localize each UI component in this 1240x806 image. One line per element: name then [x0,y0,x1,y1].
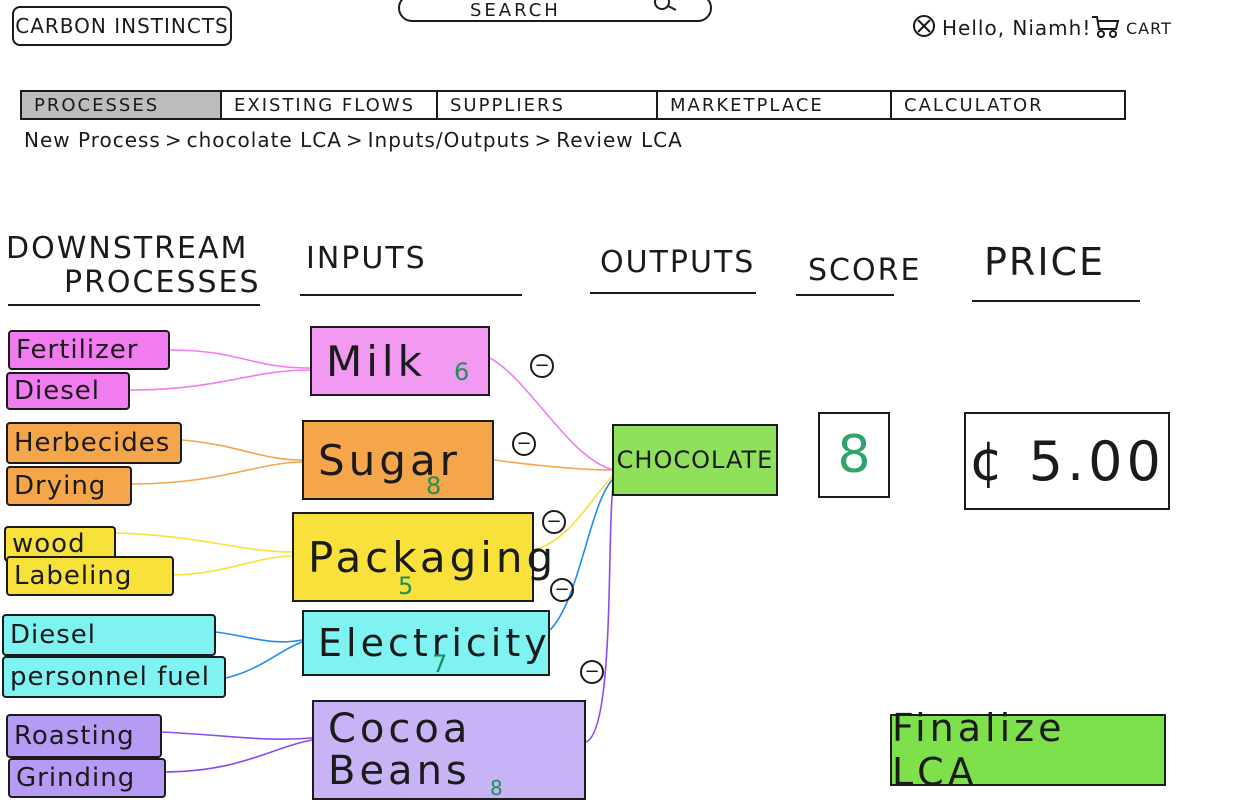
downstream-item[interactable]: Drying [6,466,132,506]
input-quantity: 8 [426,472,442,500]
downstream-item[interactable]: Roasting [6,714,162,758]
inputs-header: INPUTS [306,241,427,276]
remove-input-button[interactable]: − [542,510,566,534]
downstream-item[interactable]: Herbecides [6,422,182,464]
downstream-underline [8,304,260,306]
breadcrumb-separator: > [164,128,183,152]
search-label: SEARCH [470,0,561,21]
downstream-item[interactable]: Grinding [8,758,166,798]
remove-input-button[interactable]: − [550,578,574,602]
score-value: 8 [818,412,890,498]
price-underline [972,300,1140,302]
input-quantity: 7 [432,650,448,678]
input-quantity: 5 [398,572,414,600]
input-name: Milk [326,336,426,386]
input-name: Sugar [318,435,461,485]
tab-processes[interactable]: PROCESSES [20,90,222,120]
input-node-sugar[interactable]: Sugar 8 [302,420,494,500]
downstream-header-line2: PROCESSES [64,265,261,300]
input-node-electricity[interactable]: Electricity 7 [302,610,551,678]
tab-calculator[interactable]: CALCULATOR [890,90,1126,120]
breadcrumb: New Process > chocolate LCA > Inputs/Out… [24,128,683,152]
breadcrumb-separator: > [345,128,364,152]
outputs-underline [590,292,756,294]
price-header: PRICE [984,240,1106,284]
input-name: Packaging [308,532,558,582]
remove-input-button[interactable]: − [580,660,604,684]
remove-input-button[interactable]: − [512,432,536,456]
remove-input-button[interactable]: − [530,354,554,378]
downstream-item[interactable]: personnel fuel [2,656,226,698]
search-icon[interactable] [650,0,680,18]
score-header: SCORE [808,253,922,288]
input-quantity: 6 [454,358,470,386]
downstream-item[interactable]: Fertilizer [8,330,170,370]
cart-icon [1090,13,1120,43]
downstream-item[interactable]: Labeling [6,556,174,596]
input-node-milk[interactable]: Milk 6 [310,326,490,396]
breadcrumb-separator: > [534,128,553,152]
tab-suppliers[interactable]: SUPPLIERS [436,90,658,120]
breadcrumb-inputs-outputs[interactable]: Inputs/Outputs [367,128,531,152]
cart-button[interactable]: CART [1090,14,1172,42]
downstream-item[interactable]: Diesel [6,372,130,410]
cart-label: CART [1126,18,1172,38]
input-quantity: 8 [490,776,503,800]
score-underline [796,294,894,296]
breadcrumb-chocolate-lca[interactable]: chocolate LCA [186,128,342,152]
input-name: Cocoa Beans [328,706,472,794]
output-node-chocolate[interactable]: CHOCOLATE [612,424,778,496]
search-bar[interactable]: SEARCH [398,0,712,22]
input-name: Electricity [318,621,551,665]
inputs-underline [300,294,522,296]
finalize-lca-button[interactable]: Finalize LCA [890,706,1166,794]
greeting-text: Hello, Niamh! [942,16,1092,40]
price-value: ¢ 5.00 [964,412,1170,510]
tab-existing-flows[interactable]: EXISTING FLOWS [220,90,438,120]
user-icon [912,14,936,43]
app-logo[interactable]: CARBON INSTINCTS [12,6,232,46]
downstream-item[interactable]: Diesel [2,614,216,656]
user-greeting[interactable]: Hello, Niamh! [912,12,1091,44]
outputs-header: OUTPUTS [600,245,756,280]
downstream-header-line1: DOWNSTREAM [6,231,249,266]
breadcrumb-new-process[interactable]: New Process [24,128,161,152]
breadcrumb-review-lca[interactable]: Review LCA [556,128,683,152]
tab-marketplace[interactable]: MARKETPLACE [656,90,892,120]
input-node-packaging[interactable]: Packaging 5 [292,512,553,602]
input-node-cocoa-beans[interactable]: Cocoa Beans 8 [312,700,586,800]
